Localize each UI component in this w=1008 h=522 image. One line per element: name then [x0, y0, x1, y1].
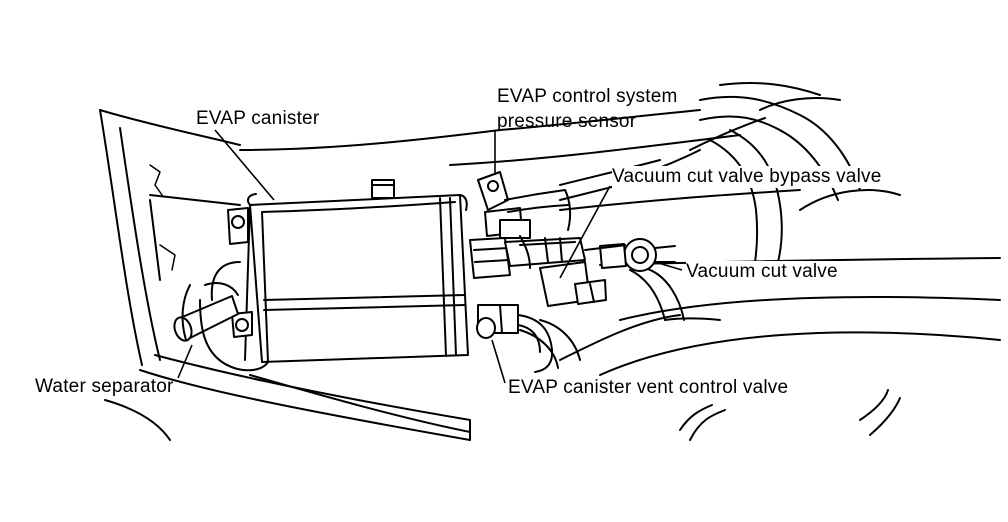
label-pressure-sensor-line2: pressure sensor — [497, 111, 637, 132]
water-separator-pipe — [173, 282, 269, 372]
leader-lines — [177, 129, 683, 384]
label-vacuum-cut-valve: Vacuum cut valve — [686, 261, 838, 283]
label-evap-canister: EVAP canister — [196, 108, 320, 129]
label-bypass-valve: Vacuum cut valve bypass valve — [612, 166, 882, 188]
label-water-separator: Water separator — [35, 376, 174, 397]
label-vent-control-valve: EVAP canister vent control valve — [508, 377, 789, 399]
label-pressure-sensor-line1: EVAP control system — [497, 86, 678, 107]
label-pressure-sensor: EVAP control system pressure sensor — [497, 84, 678, 134]
valve-assembly — [469, 171, 676, 373]
evap-canister-body — [210, 179, 469, 363]
